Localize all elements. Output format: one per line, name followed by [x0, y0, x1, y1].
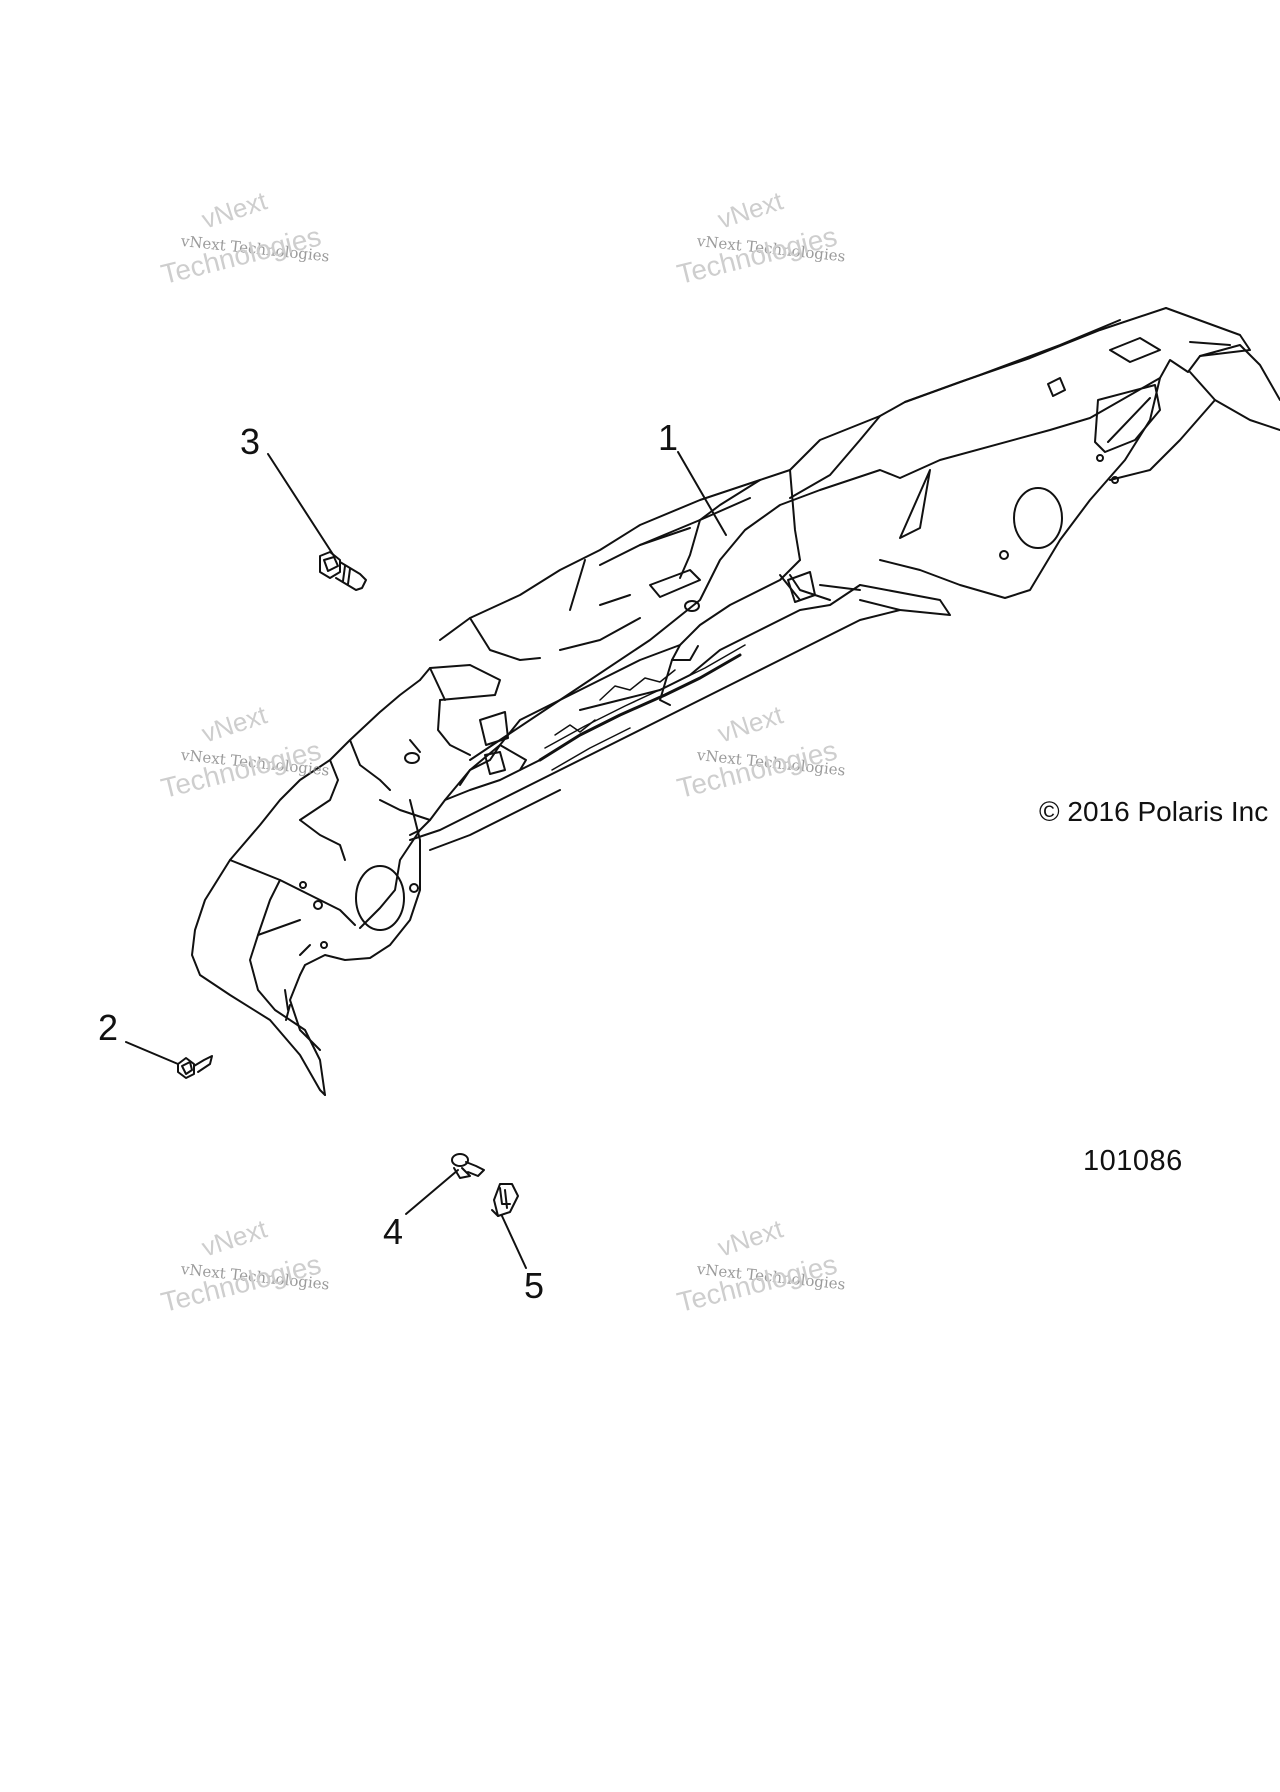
part-3-bolt [319, 551, 367, 591]
callout-3: 3 [240, 421, 261, 462]
part-5-clip [491, 1183, 519, 1217]
leader-line-3 [267, 453, 335, 557]
leader-line-5 [501, 1215, 527, 1269]
leader-line-2 [125, 1041, 179, 1065]
figure-number: 101086 [1083, 1145, 1183, 1177]
callout-2: 2 [98, 1007, 119, 1048]
leader-line-4 [405, 1169, 459, 1215]
callout-1: 1 [658, 417, 679, 458]
part-4-push-rivet [451, 1153, 485, 1179]
part-2-screw [177, 1055, 213, 1079]
callout-5: 5 [524, 1265, 545, 1306]
callout-4: 4 [383, 1211, 404, 1252]
part-1-bumper [191, 307, 1280, 1096]
leader-line-1 [677, 451, 727, 536]
copyright-notice: © 2016 Polaris Inc [1039, 796, 1269, 827]
